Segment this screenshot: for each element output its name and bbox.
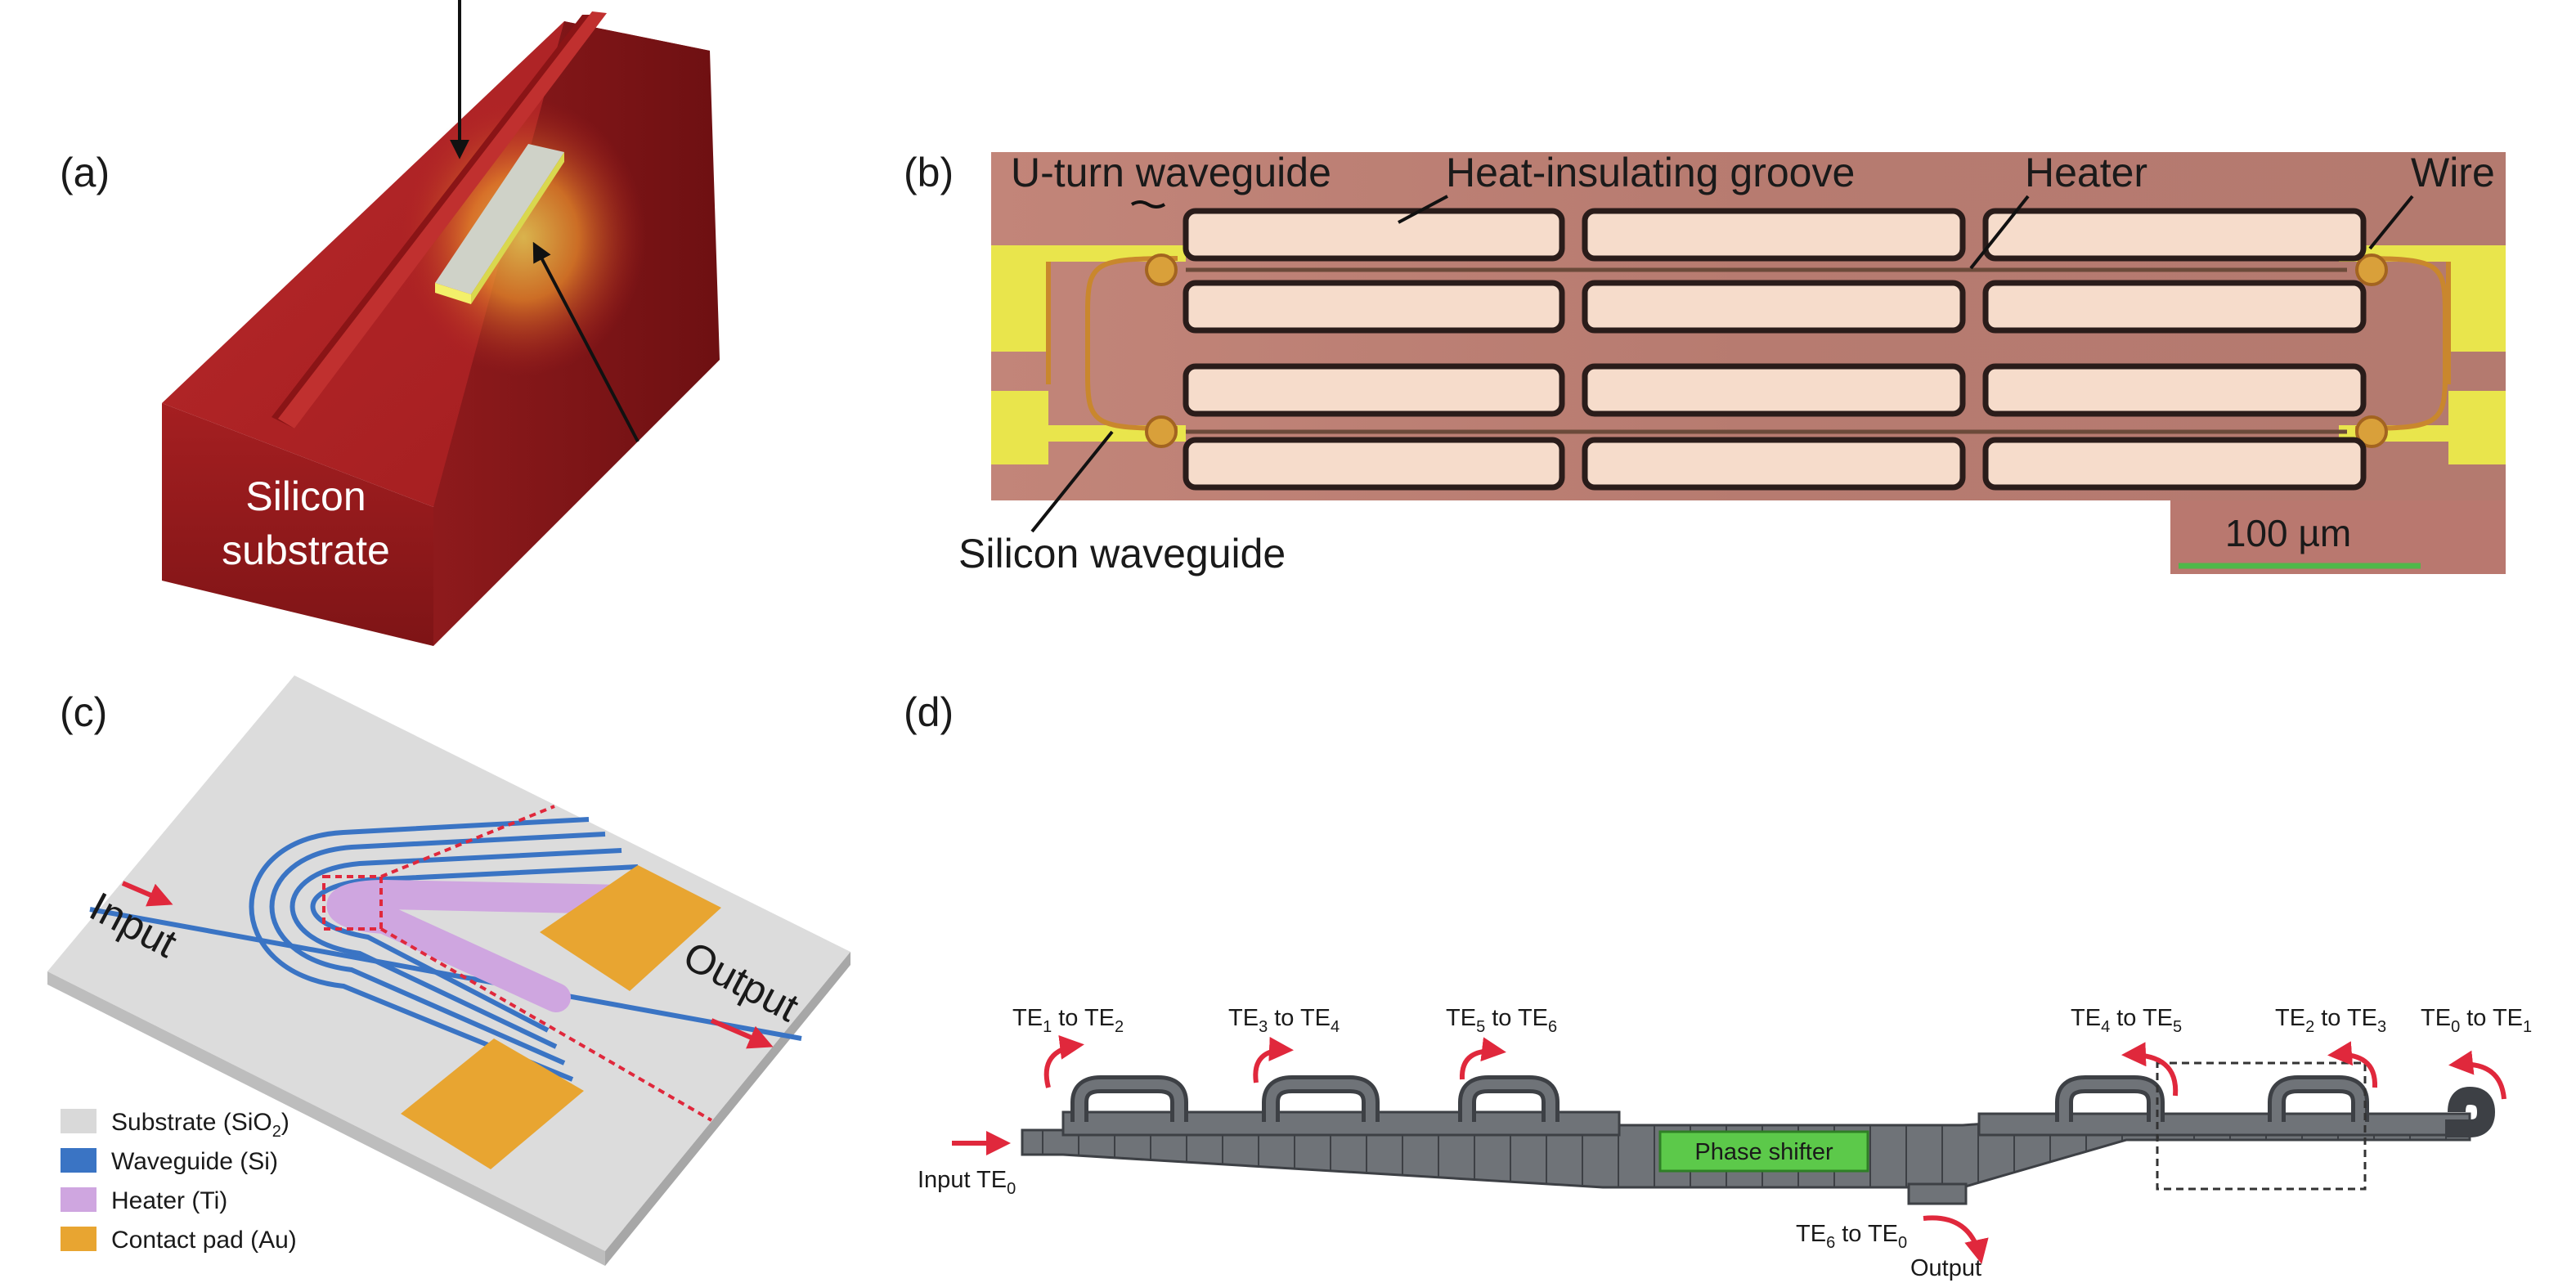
groove <box>1982 208 2367 262</box>
output-stub <box>1907 1182 1968 1205</box>
heater-strip <box>326 879 636 1012</box>
legend-item-waveguide: Waveguide (Si) <box>61 1148 278 1175</box>
groove <box>1582 280 1966 334</box>
input-arrow <box>121 881 173 907</box>
contact-pad-bottom <box>401 1039 584 1169</box>
legend-label: Heater (Ti) <box>111 1187 227 1214</box>
u-turn-right <box>2354 256 2448 431</box>
panel-d: (d) <box>904 689 2532 1281</box>
zoom-line-2 <box>379 927 713 1122</box>
u-turn-label: U-turn waveguide <box>1011 150 1331 195</box>
panel-c: (c) Input Output <box>47 675 850 1266</box>
groove <box>1183 208 1565 262</box>
legend: Substrate (SiO2) Waveguide (Si) Heater (… <box>61 1109 297 1254</box>
panel-c-label: (c) <box>60 689 107 735</box>
arrow-te0-te1 <box>2448 1050 2506 1100</box>
bond-pad <box>2355 253 2388 286</box>
bond-pad <box>1145 415 1178 448</box>
phase-shifter-label: Phase shifter <box>1694 1139 1833 1165</box>
groove <box>1982 437 2367 491</box>
bus-waveguide <box>89 907 802 1041</box>
legend-item-substrate: Substrate (SiO2) <box>61 1109 289 1141</box>
heater-bar <box>435 144 564 304</box>
legend-label: Waveguide (Si) <box>111 1148 278 1175</box>
arrow-te2-te3 <box>2327 1041 2378 1088</box>
heat-glow <box>401 98 646 376</box>
groove <box>1582 208 1966 262</box>
groove <box>1582 437 1966 491</box>
label-te6-te0: TE6 to TE0 <box>1796 1221 1907 1252</box>
panel-a-label: (a) <box>60 150 110 195</box>
u-turn-left <box>1085 256 1178 431</box>
svg-text:Substrate (SiO2): Substrate (SiO2) <box>111 1109 289 1141</box>
wire-left-top <box>991 245 1048 352</box>
output-arrow <box>710 1018 774 1049</box>
scale-label: 100 µm <box>2225 512 2351 554</box>
waveguide-label: Silicon waveguide <box>958 531 1286 576</box>
legend-item-contact-pad: Contact pad (Au) <box>61 1227 297 1254</box>
upper-rail-left <box>1061 1110 1621 1137</box>
legend-item-heater: Heater (Ti) <box>61 1187 227 1214</box>
waveguide-ridge-top <box>278 11 607 428</box>
arrow-te1-te2 <box>1043 1034 1084 1088</box>
groove <box>1582 363 1966 417</box>
wire-label: Wire <box>2411 150 2495 195</box>
wire-right-top <box>2448 245 2506 352</box>
highlight-box <box>2156 1061 2367 1191</box>
contact-pad-top <box>540 865 721 991</box>
output-label-d: Output <box>1910 1255 1981 1281</box>
substrate-front-face <box>162 403 433 646</box>
legend-label: Contact pad (Au) <box>111 1227 297 1254</box>
u-turn-brace <box>1130 200 1166 209</box>
bond-pad <box>2355 415 2388 448</box>
zoom-line-1 <box>380 805 555 878</box>
arrow-te5-te6 <box>1459 1037 1506 1080</box>
spiral-waveguide <box>249 817 639 1082</box>
heater-pointer-arrow <box>532 241 640 442</box>
substrate-label-line1: Silicon <box>245 473 366 519</box>
conversion-arrows <box>1043 1034 2506 1264</box>
heater-leader <box>1969 195 2030 270</box>
groove <box>1982 363 2367 417</box>
micrograph: 100 µm <box>991 152 2506 574</box>
waveguide-leader <box>1030 430 1114 533</box>
label-te4-te5: TE4 to TE5 <box>2071 1005 2182 1036</box>
label-te5-te6: TE5 to TE6 <box>1446 1005 1557 1036</box>
label-te0-te1: TE0 to TE1 <box>2421 1005 2532 1036</box>
label-te2-te3: TE2 to TE3 <box>2275 1005 2386 1036</box>
wire-leader <box>2368 195 2414 250</box>
bond-pad <box>1145 253 1178 286</box>
groove <box>1183 437 1565 491</box>
panel-b: (b) <box>904 150 2506 576</box>
scale-box <box>2170 500 2506 574</box>
phase-shifter <box>1658 1130 1869 1173</box>
arrow-te6-te0 <box>1923 1215 1989 1264</box>
panel-a: (a) Silicon substrate <box>60 0 720 646</box>
label-te3-te4: TE3 to TE4 <box>1228 1005 1340 1036</box>
arrow-te4-te5 <box>2121 1042 2179 1097</box>
groove-label: Heat-insulating groove <box>1446 150 1855 195</box>
groove <box>1183 363 1565 417</box>
legend-swatch <box>61 1227 96 1251</box>
groove-grid <box>1183 208 2367 491</box>
upper-rail-right <box>1977 1112 2471 1137</box>
zoom-box <box>322 875 383 931</box>
heater-label: Heater <box>2025 150 2147 195</box>
substrate-label-line2: substrate <box>222 527 390 573</box>
panel-b-label: (b) <box>904 150 954 195</box>
arrow-te3-te4 <box>1253 1036 1294 1083</box>
groove <box>1183 280 1565 334</box>
groove-leader <box>1398 195 1448 224</box>
input-label-d: Input TE0 <box>918 1167 1016 1198</box>
legend-label: Substrate (SiO <box>111 1109 272 1136</box>
silicon-substrate-block: Silicon substrate <box>162 0 720 646</box>
panel-d-label: (d) <box>904 689 954 735</box>
mode-converter-device: Phase shifter <box>1021 1061 2496 1205</box>
label-te1-te2: TE1 to TE2 <box>1012 1005 1124 1036</box>
groove <box>1982 280 2367 334</box>
legend-swatch <box>61 1109 96 1133</box>
legend-swatch <box>61 1187 96 1212</box>
legend-swatch <box>61 1148 96 1173</box>
